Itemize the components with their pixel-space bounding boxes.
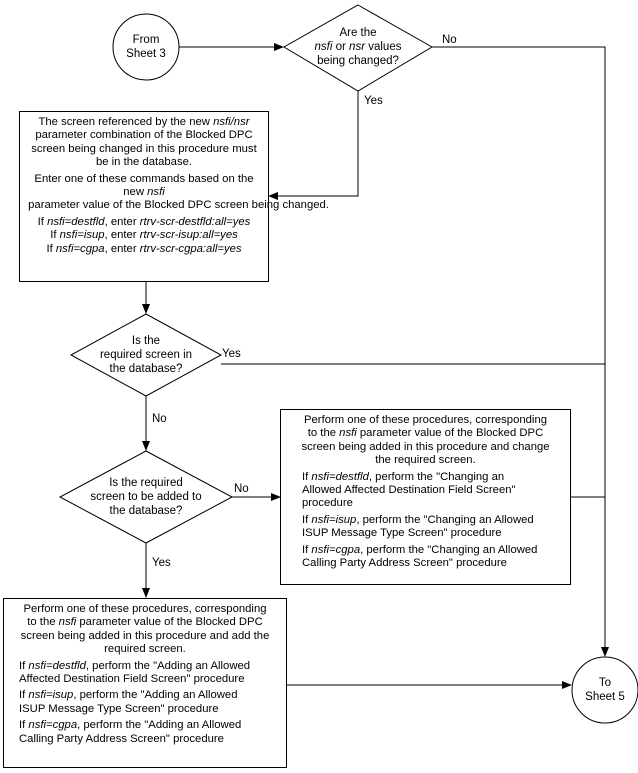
decision-screen-in-db-text: Is the required screen in the database?: [99, 335, 193, 375]
box-verify-screen-in-db: The screen referenced by the new nsfi/ns…: [19, 111, 329, 282]
d2-yes-label: Yes: [222, 348, 241, 360]
box-change-required-screen: Perform one of these procedures, corresp…: [280, 409, 571, 585]
end-connector: [571, 656, 638, 724]
d3-yes-label: Yes: [152, 557, 171, 569]
d3-no-label: No: [234, 483, 249, 495]
line-d1-no: [432, 46, 609, 657]
decision-nsfi-changed-text: Are the nsfi or nsr values being changed…: [314, 27, 402, 67]
end-connector-label: To Sheet 5: [585, 677, 625, 703]
decision-screen-to-add-text: Is the required screen to be added to th…: [90, 477, 202, 517]
d2-no-label: No: [152, 413, 167, 425]
d1-no-label: No: [442, 34, 457, 46]
start-connector-label: From Sheet 3: [126, 34, 166, 60]
box-add-required-screen: Perform one of these procedures, corresp…: [3, 598, 287, 768]
arrow-d1-yes: [268, 91, 359, 200]
d1-yes-label: Yes: [364, 95, 383, 107]
